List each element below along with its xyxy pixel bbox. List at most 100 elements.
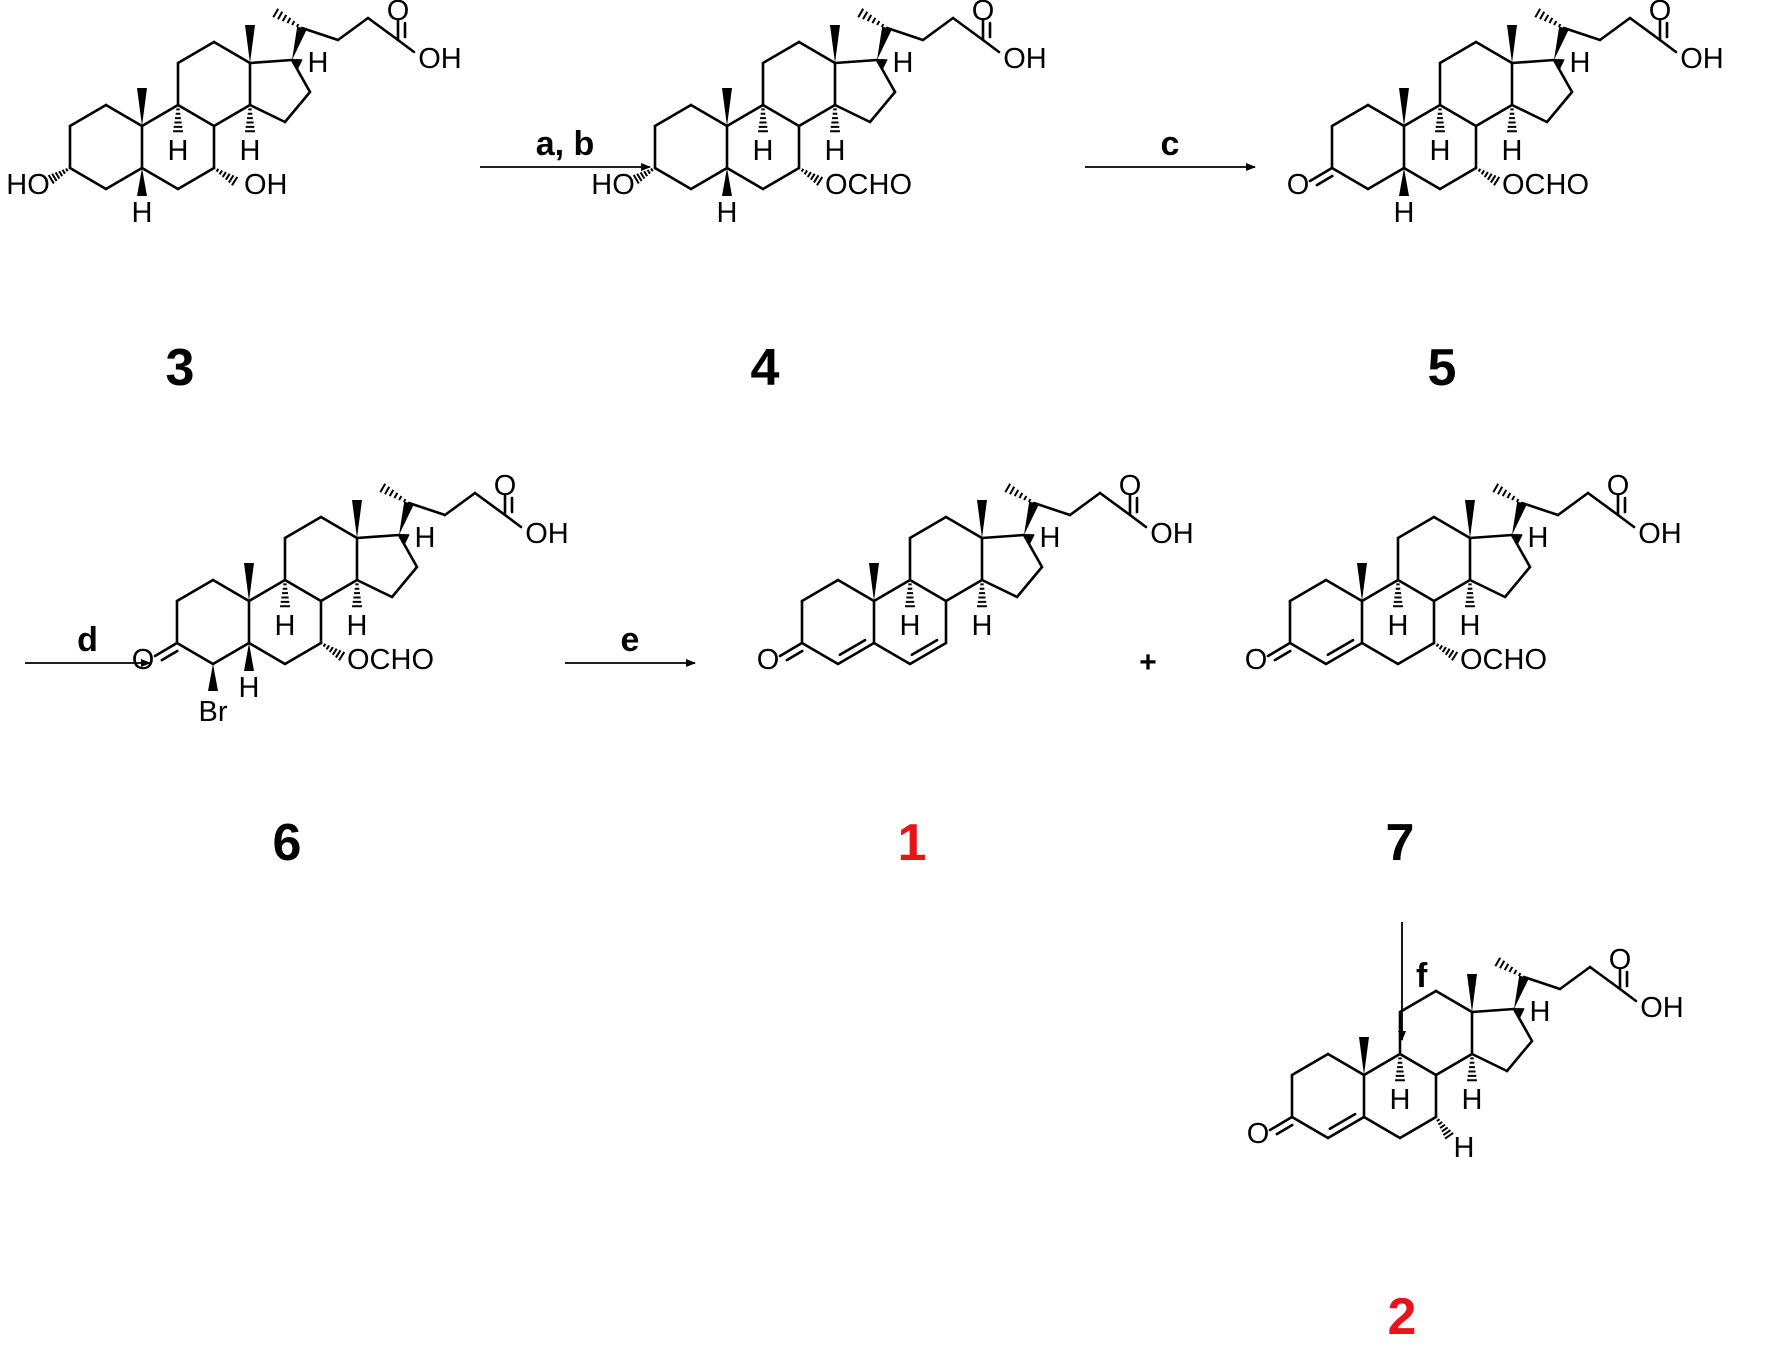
c3-keto-double <box>153 641 179 658</box>
bond-c22-c23 <box>1556 491 1590 517</box>
c3-keto-double <box>1268 1115 1294 1132</box>
bond-c9-c10 <box>140 103 180 128</box>
h14-hashed <box>352 583 362 608</box>
bond-c14-c15 <box>248 103 287 124</box>
h5-wedge <box>244 643 254 671</box>
carboxyl-oh-label: OH <box>1150 518 1194 550</box>
bond-c9-c10 <box>872 578 912 603</box>
c4-br-label: Br <box>199 696 228 728</box>
bond-c20-c22 <box>1520 501 1560 517</box>
methyl-c21-hashed <box>1534 8 1562 28</box>
c3-keto-double <box>1308 166 1334 183</box>
side-chain-c20-wedge <box>1512 501 1527 535</box>
h17-hashed <box>398 533 410 544</box>
bond-c6-c7 <box>908 641 948 666</box>
methyl-c21-hashed <box>1494 957 1522 977</box>
bond-c10-c1 <box>104 103 144 128</box>
methyl-c19-wedge <box>137 88 147 126</box>
h17-label: H <box>1528 522 1549 554</box>
reagent-label-3: d <box>77 621 98 659</box>
methyl-c21-hashed <box>1492 483 1520 503</box>
bond-c4-c5 <box>1324 641 1364 666</box>
bond-c24-oh <box>396 38 416 54</box>
c7-ocho-hashed <box>800 168 824 186</box>
bond-c11-c12 <box>1396 515 1436 540</box>
c7-oh-label: OH <box>244 169 288 201</box>
bond-c1-c2 <box>1330 103 1370 128</box>
side-chain-c20-wedge <box>1514 975 1529 1009</box>
h14-hashed <box>1465 583 1475 608</box>
side-chain-c20-wedge <box>877 26 892 60</box>
bond-c20-c22 <box>885 26 925 42</box>
h5-label: H <box>239 672 260 704</box>
bond-c24-oh <box>503 513 523 529</box>
methyl-c21-hashed <box>272 8 300 28</box>
h17-hashed <box>1023 533 1035 544</box>
bond-c22-c23 <box>1558 965 1592 991</box>
h17-label: H <box>1530 996 1551 1028</box>
bond-c14-c8 <box>944 578 984 603</box>
c3-keto-double <box>778 641 804 658</box>
methyl-c21-hashed <box>379 483 407 503</box>
carboxyl-oxygen-label: O <box>972 0 995 27</box>
bond-c22-c23 <box>443 491 477 517</box>
h17-label: H <box>1570 47 1591 79</box>
bond-c5-c6 <box>1362 1115 1402 1140</box>
bond-c5-c6 <box>1360 641 1400 666</box>
h5-wedge <box>137 168 147 196</box>
bond-c24-oh <box>1618 987 1638 1003</box>
h14-hashed <box>977 583 987 608</box>
bond-c4-c5-second <box>1326 638 1355 657</box>
c3-keto-double-second <box>785 649 804 662</box>
h9-label: H <box>753 135 774 167</box>
bond-c4-c5 <box>689 166 729 191</box>
bond-c14-c8 <box>1432 578 1472 603</box>
bond-c12-c13 <box>1432 515 1472 540</box>
h9-hashed <box>905 583 915 608</box>
bond-c8-c9 <box>283 578 323 603</box>
bond-c9-c10 <box>1402 103 1442 128</box>
bond-c4-c5-second <box>1328 1112 1357 1131</box>
h9-label: H <box>1388 610 1409 642</box>
c4-br-wedge <box>208 664 218 691</box>
side-chain-c20-wedge <box>1024 501 1039 535</box>
bond-c23-c24 <box>1588 965 1622 991</box>
bond-c14-c15 <box>1470 1052 1509 1073</box>
bond-c4-c5 <box>1326 1115 1366 1140</box>
side-chain-c20-wedge <box>292 26 307 60</box>
bond-c1-c2 <box>800 578 840 603</box>
bond-c14-c8 <box>1434 1052 1474 1077</box>
bond-c14-c15 <box>833 103 872 124</box>
bond-c14-c15 <box>1468 578 1507 599</box>
carboxyl-oh-label: OH <box>525 518 569 550</box>
bond-c8-c9 <box>1398 1052 1438 1077</box>
bond-c24-oh <box>1128 513 1148 529</box>
bond-c9-c10 <box>1360 578 1400 603</box>
bond-c10-c1 <box>1366 103 1406 128</box>
carboxyl-oh-label: OH <box>418 43 462 75</box>
bond-c3-c4 <box>68 166 108 191</box>
bond-c6-c7 <box>1396 641 1436 666</box>
carboxyl-oh-label: OH <box>1680 43 1724 75</box>
bond-c14-c15 <box>1510 103 1549 124</box>
bond-c1-c2 <box>68 103 108 128</box>
c3-keto-oxygen-label: O <box>1287 169 1310 201</box>
h14-hashed <box>830 108 840 133</box>
h9-hashed <box>280 583 290 608</box>
c7-ocho-hashed <box>1435 643 1459 661</box>
bond-c11-c12 <box>761 40 801 65</box>
bond-c20-c22 <box>407 501 447 517</box>
c3-keto-double-second <box>1315 174 1334 187</box>
carboxyl-oxygen-label: O <box>1649 0 1672 27</box>
bond-c10-c1 <box>836 578 876 603</box>
bond-c17-c13 <box>833 58 879 65</box>
bond-c3-c4 <box>1288 641 1328 666</box>
c3-ho-label: HO <box>6 169 50 201</box>
